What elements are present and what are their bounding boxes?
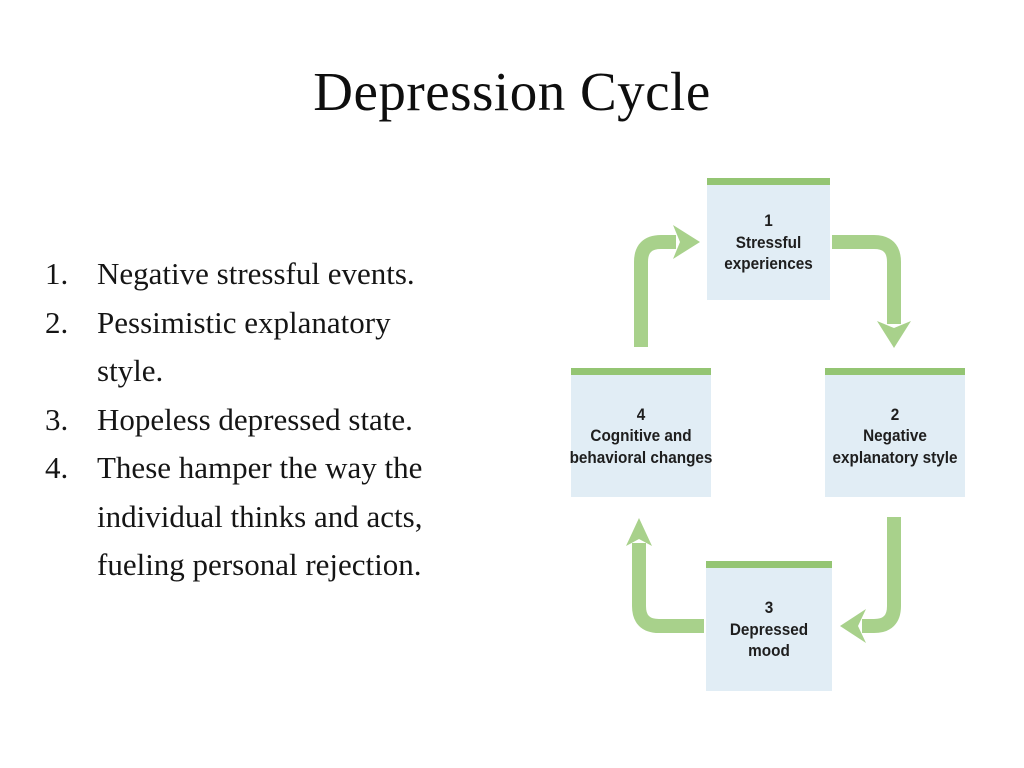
box-number: 1 (764, 211, 773, 231)
arrow-head-up-icon (626, 518, 652, 546)
diagram-box-depressed-mood: 3 Depressed mood (706, 561, 832, 691)
arrow-shaft (832, 235, 901, 324)
arrow-shaft (632, 543, 704, 633)
list-item-text: Hopeless depressed state. (97, 396, 413, 445)
list-line: These hamper the way the (97, 450, 423, 485)
box-line: Stressful (735, 232, 802, 252)
list-item-text: Negative stressful events. (97, 250, 415, 299)
list-item-number: 3. (45, 401, 69, 437)
box-line: Negative (863, 426, 927, 446)
box-top-bar (706, 561, 832, 568)
box-top-bar (825, 368, 965, 375)
list-line: style. (97, 353, 164, 388)
box-text: 2 Negative explanatory style (832, 375, 958, 497)
diagram-box-stressful-experiences: 1 Stressful experiences (707, 178, 830, 300)
arrow-head-left-icon (840, 609, 866, 643)
box-line: experiences (724, 254, 813, 274)
box-text: 4 Cognitive and behavioral changes (570, 375, 713, 497)
arrow-3-to-4 (626, 518, 704, 633)
box-number: 2 (890, 404, 900, 424)
list-item-2: 2. Pessimistic explanatory style. (45, 299, 422, 396)
list-item-1: 1. Negative stressful events. (45, 250, 422, 299)
box-top-bar (571, 368, 711, 375)
list-item-text: These hamper the way the individual thin… (97, 444, 422, 590)
diagram-box-cognitive-behavioral-changes: 4 Cognitive and behavioral changes (570, 368, 713, 497)
arrow-shaft (862, 517, 901, 633)
arrow-4-to-1 (634, 225, 700, 347)
box-line: explanatory style (832, 447, 958, 467)
box-number: 3 (764, 598, 774, 618)
box-line: behavioral changes (569, 447, 713, 467)
box-top-bar (707, 178, 830, 185)
list-line: Negative stressful events. (97, 256, 415, 291)
list-line: Hopeless depressed state. (97, 401, 413, 437)
numbered-list: 1. Negative stressful events. 2. Pessimi… (45, 250, 422, 590)
arrow-shaft (634, 235, 676, 347)
arrow-1-to-2 (832, 235, 911, 348)
list-line: Pessimistic explanatory (97, 304, 391, 340)
box-text: 3 Depressed mood (712, 568, 825, 691)
arrow-head-down-icon (877, 321, 911, 348)
box-number: 4 (636, 404, 646, 424)
list-item-3: 3. Hopeless depressed state. (45, 396, 422, 445)
diagram-box-negative-explanatory-style: 2 Negative explanatory style (825, 368, 965, 497)
list-item-number: 1. (45, 256, 69, 291)
list-item-text: Pessimistic explanatory style. (97, 299, 391, 396)
box-text: 1 Stressful experiences (713, 185, 824, 300)
list-line: fueling personal rejection. (97, 547, 422, 582)
list-line: individual thinks and acts, (97, 498, 423, 534)
list-item-number: 4. (45, 450, 69, 485)
list-item-4: 4. These hamper the way the individual t… (45, 444, 422, 590)
list-item-number: 2. (45, 304, 69, 340)
box-line: mood (748, 641, 790, 661)
box-line: Depressed (729, 619, 809, 639)
slide-title: Depression Cycle (313, 61, 711, 122)
arrow-head-right-icon (673, 225, 700, 259)
arrow-2-to-3 (840, 517, 901, 643)
box-line: Cognitive and (590, 426, 692, 446)
